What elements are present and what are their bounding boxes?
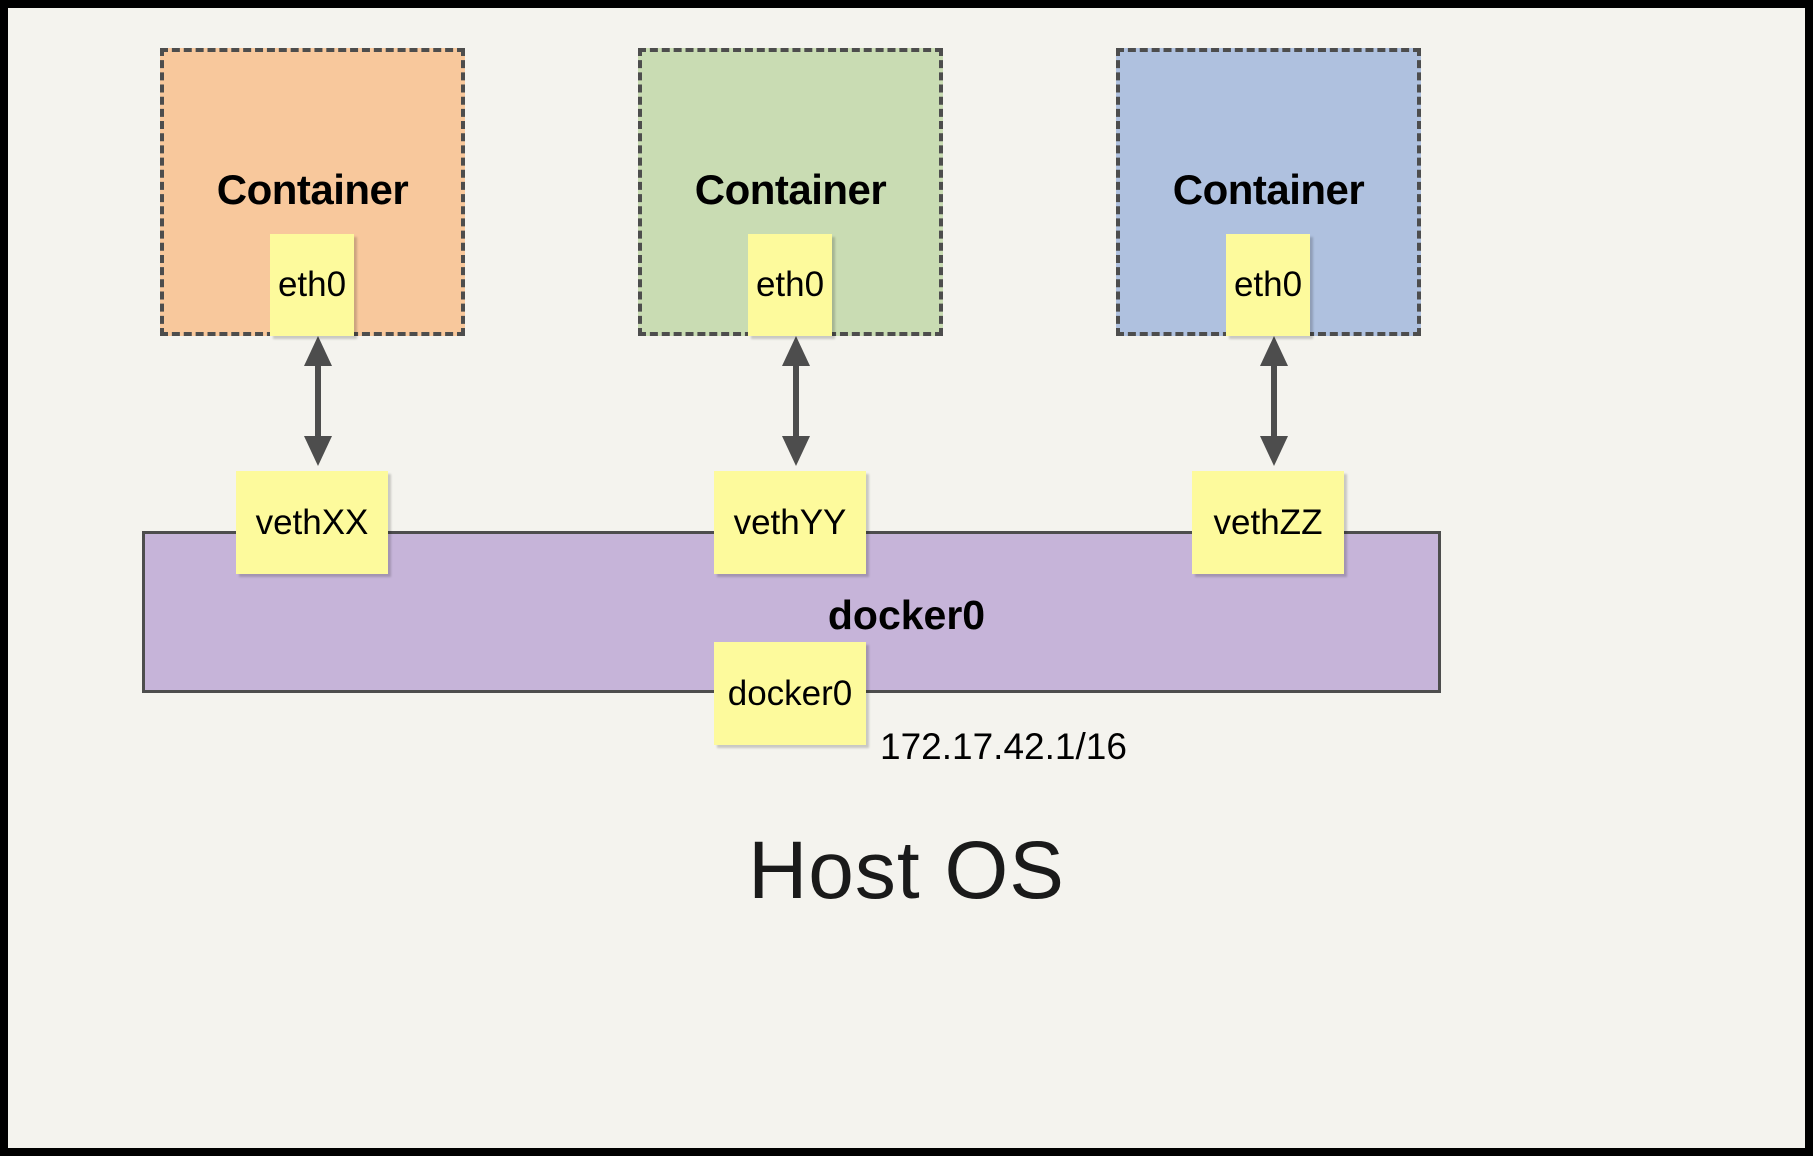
container-title-2: Container xyxy=(694,166,887,213)
container-3-eth0-box[interactable]: eth0 xyxy=(1226,234,1310,336)
arrow-container-2-to-vethyy xyxy=(782,336,810,466)
arrow-container-3-to-vethzz xyxy=(1260,336,1288,466)
container-1-eth0-label: eth0 xyxy=(277,265,347,304)
vethxx-label: vethXX xyxy=(255,502,369,542)
container-2-eth0-box[interactable]: eth0 xyxy=(748,234,832,336)
container-1-eth0-box[interactable]: eth0 xyxy=(270,234,354,336)
vethyy-label: vethYY xyxy=(733,502,847,542)
diagram-canvas: docker0 Container eth0 Container eth0 xyxy=(8,8,1805,1148)
docker0-interface-label: docker0 xyxy=(727,673,853,713)
container-2-eth0-label: eth0 xyxy=(755,265,825,304)
host-os-label: Host OS xyxy=(748,825,1065,916)
arrow-container-1-to-vethxx xyxy=(304,336,332,466)
container-title-1: Container xyxy=(216,166,409,213)
vethxx-box[interactable]: vethXX xyxy=(236,471,388,574)
vethzz-box[interactable]: vethZZ xyxy=(1192,471,1344,574)
container-3-eth0-label: eth0 xyxy=(1233,265,1303,304)
vethyy-box[interactable]: vethYY xyxy=(714,471,866,574)
container-title-3: Container xyxy=(1172,166,1365,213)
docker0-ip-label: 172.17.42.1/16 xyxy=(880,726,1127,767)
docker0-bridge-label: docker0 xyxy=(827,592,986,638)
vethzz-label: vethZZ xyxy=(1213,502,1323,542)
docker0-interface-box[interactable]: docker0 xyxy=(714,642,866,745)
